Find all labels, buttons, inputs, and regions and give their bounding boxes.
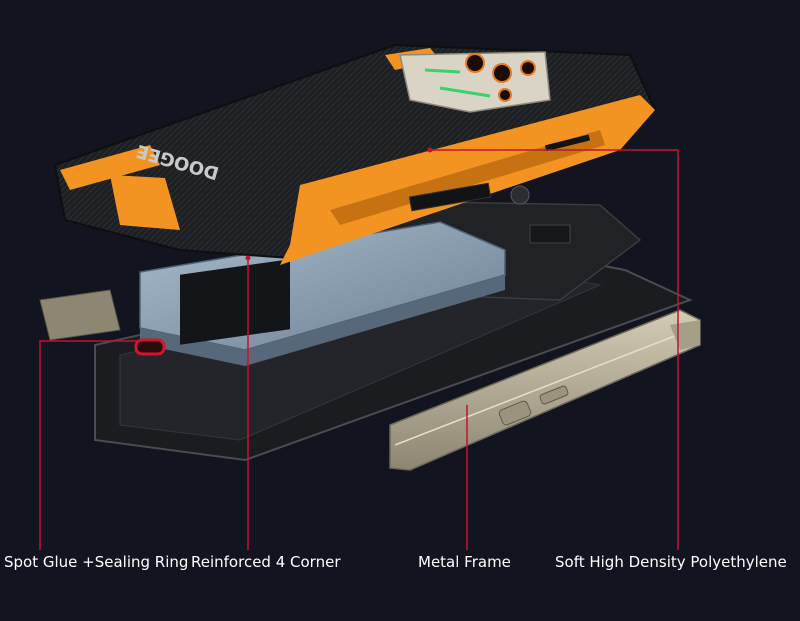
- callout-label-polyethylene: Soft High Density Polyethylene: [555, 553, 787, 571]
- callout-dot-polyethylene: [427, 147, 433, 153]
- battery: [139, 221, 506, 366]
- callout-lines: [39, 149, 679, 550]
- callout-label-frame: Metal Frame: [418, 553, 511, 571]
- callout-line-sealing: [39, 340, 140, 550]
- chassis-layer: [39, 248, 693, 462]
- sealing-ring: [134, 338, 166, 356]
- callout-dot-corner: [245, 255, 251, 261]
- callout-line-polyethylene: [430, 149, 679, 550]
- callout-label-sealing: Spot Glue +Sealing Ring: [4, 553, 189, 571]
- phone-back-shell: [53, 43, 657, 265]
- callout-label-corner: Reinforced 4 Corner: [191, 553, 341, 571]
